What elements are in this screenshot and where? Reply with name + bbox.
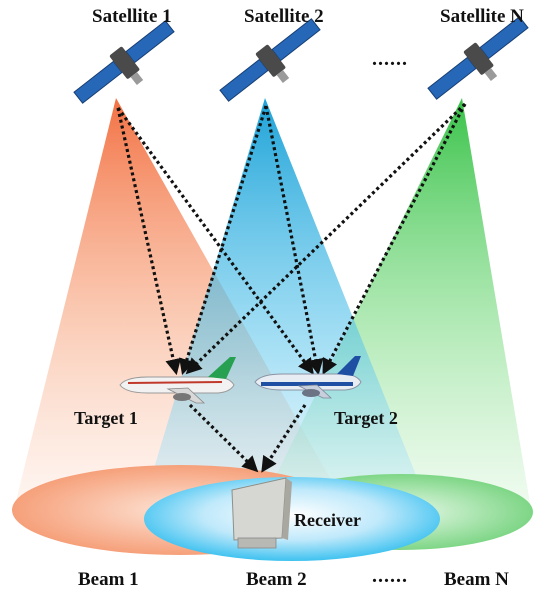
antenna-panel-icon [231, 477, 292, 549]
target-1-label: Target 1 [74, 408, 138, 428]
satellite-icon [427, 16, 529, 100]
signal-paths [116, 102, 467, 473]
receiver-antenna [231, 477, 292, 549]
target-1-aircraft [119, 357, 236, 404]
receiver-label: Receiver [294, 510, 361, 530]
satellite-icon [73, 20, 175, 104]
airplane-icon [254, 356, 362, 399]
airplane-icon [119, 357, 236, 404]
beam-ellipsis: ...... [372, 565, 408, 587]
beam-2-label: Beam 2 [246, 569, 307, 590]
beam-2-cone [140, 98, 430, 515]
satellite-2-label: Satellite 2 [244, 6, 324, 27]
satellite-n [427, 16, 529, 100]
path-satN-target2 [322, 103, 467, 375]
target-2-label: Target 2 [334, 408, 398, 428]
labels: Satellite 1 Satellite 2 Satellite N ....… [74, 6, 524, 590]
beam-n-label: Beam N [444, 569, 509, 590]
satellite-n-label: Satellite N [440, 6, 524, 27]
receiver-footprint [144, 477, 440, 561]
path-sat2-target1 [179, 105, 268, 376]
path-sat1-target2 [116, 107, 314, 375]
path-target2-receiver [261, 404, 307, 473]
path-satN-target1 [185, 102, 467, 375]
satellite-1-label: Satellite 1 [92, 6, 172, 27]
beam-1-label: Beam 1 [78, 569, 139, 590]
target-2-aircraft [254, 356, 362, 399]
satellite-ellipsis: ...... [372, 48, 408, 70]
satellite-icon [219, 18, 321, 102]
beam-cones [15, 98, 532, 518]
satellite-2 [219, 18, 321, 102]
satellite-1 [73, 20, 175, 104]
